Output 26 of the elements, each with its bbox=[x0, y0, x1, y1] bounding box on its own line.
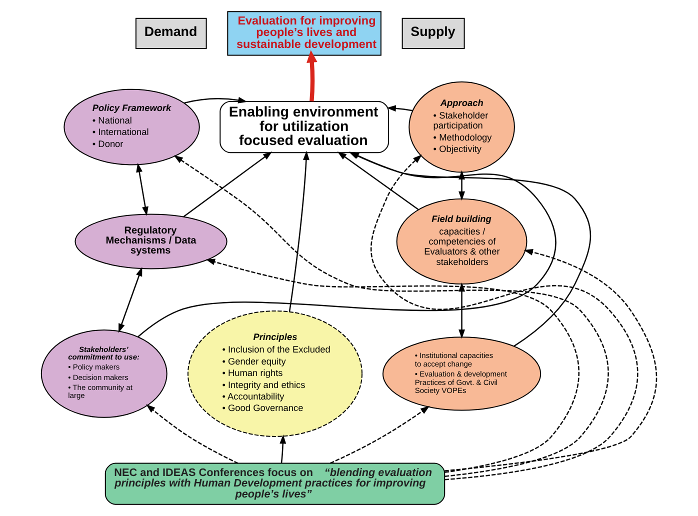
arrow bbox=[386, 105, 413, 112]
node-box: Demand bbox=[135, 18, 207, 50]
node-box: NEC and IDEAS Conferences focus on “blending evaluation principles with Human Development practices for improving people’s lives” bbox=[104, 462, 446, 505]
node-box: Evaluation for improving people’s lives and sustainable development bbox=[227, 11, 382, 56]
node-box: Supply bbox=[402, 18, 465, 50]
arrow bbox=[118, 266, 142, 333]
arrow bbox=[184, 96, 248, 104]
arrow bbox=[136, 162, 148, 216]
node-ellipse: • Institutional capacities to accept change • Evaluation & development Practices of Govt. & Civil Society VOPEs bbox=[382, 336, 542, 411]
arrow bbox=[280, 434, 286, 464]
arrow bbox=[183, 152, 272, 218]
arrow bbox=[330, 406, 430, 464]
arrow bbox=[306, 50, 318, 102]
node-ellipse: Field building capacities / competencies of Evaluators & other stakeholders bbox=[396, 198, 528, 285]
arrow bbox=[444, 249, 658, 472]
arrow bbox=[174, 155, 609, 477]
arrow bbox=[206, 258, 580, 473]
node-ellipse: Stakeholders’ commitment to use: • Policy makers • Decision makers • The community at large bbox=[40, 330, 168, 418]
arrow bbox=[146, 404, 238, 464]
arrow bbox=[458, 170, 466, 201]
arrow bbox=[370, 154, 638, 480]
node-box: Enabling environment for utilization focused evaluation bbox=[220, 100, 389, 154]
node-ellipse: Approach • Stakeholder participation • Methodology • Objectivity bbox=[408, 81, 515, 173]
node-ellipse: Principles • Inclusion of the Excluded • Gender equity • Human rights • Integrity and ethics • Accountability • Good Governance bbox=[187, 310, 363, 437]
node-ellipse: Regulatory Mechanisms / Data systems bbox=[74, 214, 228, 270]
arrow bbox=[288, 150, 310, 312]
